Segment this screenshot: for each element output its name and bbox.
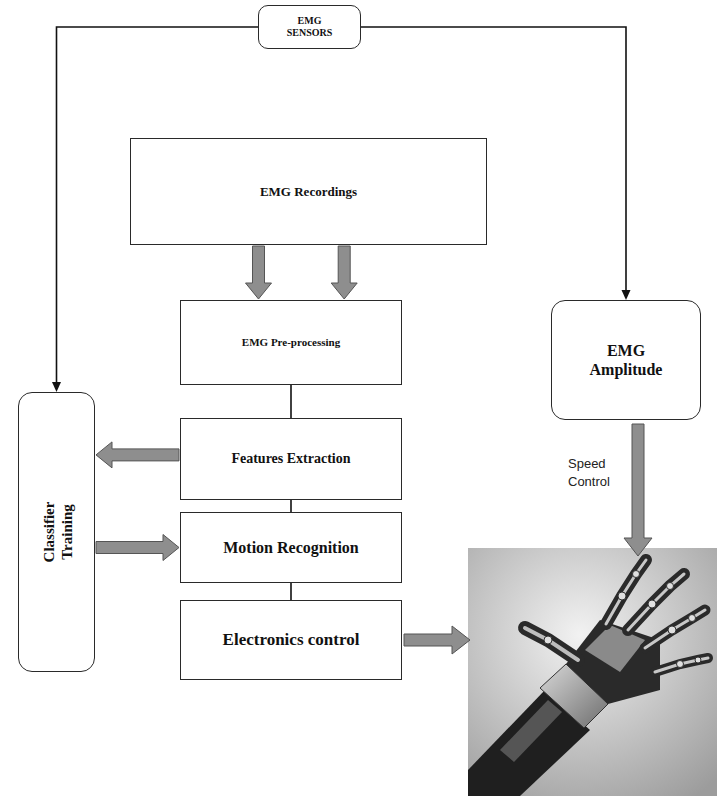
connector [246,246,272,299]
control-arrow [404,626,470,654]
robotic-hand-picture [468,548,717,796]
connector [291,583,292,600]
connector-line [290,385,292,418]
process-box: Motion Recognition [180,512,402,583]
connector [291,385,292,418]
signal-label: Speed Control [568,455,624,490]
amplitude-box: EMG Amplitude [551,300,701,420]
connector-line [290,583,292,600]
connector [331,246,357,299]
block-arrow [96,535,179,561]
node-text: Features Extraction [231,451,350,468]
classifier-box: Classifier Training [18,392,95,672]
node-text: EMG Recordings [260,184,357,200]
connector [291,500,292,512]
node-text: EMG Amplitude [579,341,674,379]
process-box: EMG Pre-processing [180,300,402,385]
process-box: EMG Recordings [130,138,487,245]
connector [96,535,179,561]
block-arrow [246,246,272,299]
block-arrow [331,246,357,299]
process-box: Features Extraction [180,418,402,500]
node-text: EMG Pre-processing [242,336,340,349]
node-text: Classifier Training [39,477,75,587]
block-arrow [96,442,179,468]
connector-line [290,500,292,512]
node-text: Electronics control [223,630,360,650]
process-box: Electronics control [180,600,402,680]
connector [96,442,179,468]
node-text: Motion Recognition [223,538,359,557]
speed-arrow [624,424,652,556]
rotated-text-holder: Classifier Training [22,402,91,662]
sensor-box: EMG SENSORS [258,5,361,49]
node-text: EMG SENSORS [279,15,341,39]
